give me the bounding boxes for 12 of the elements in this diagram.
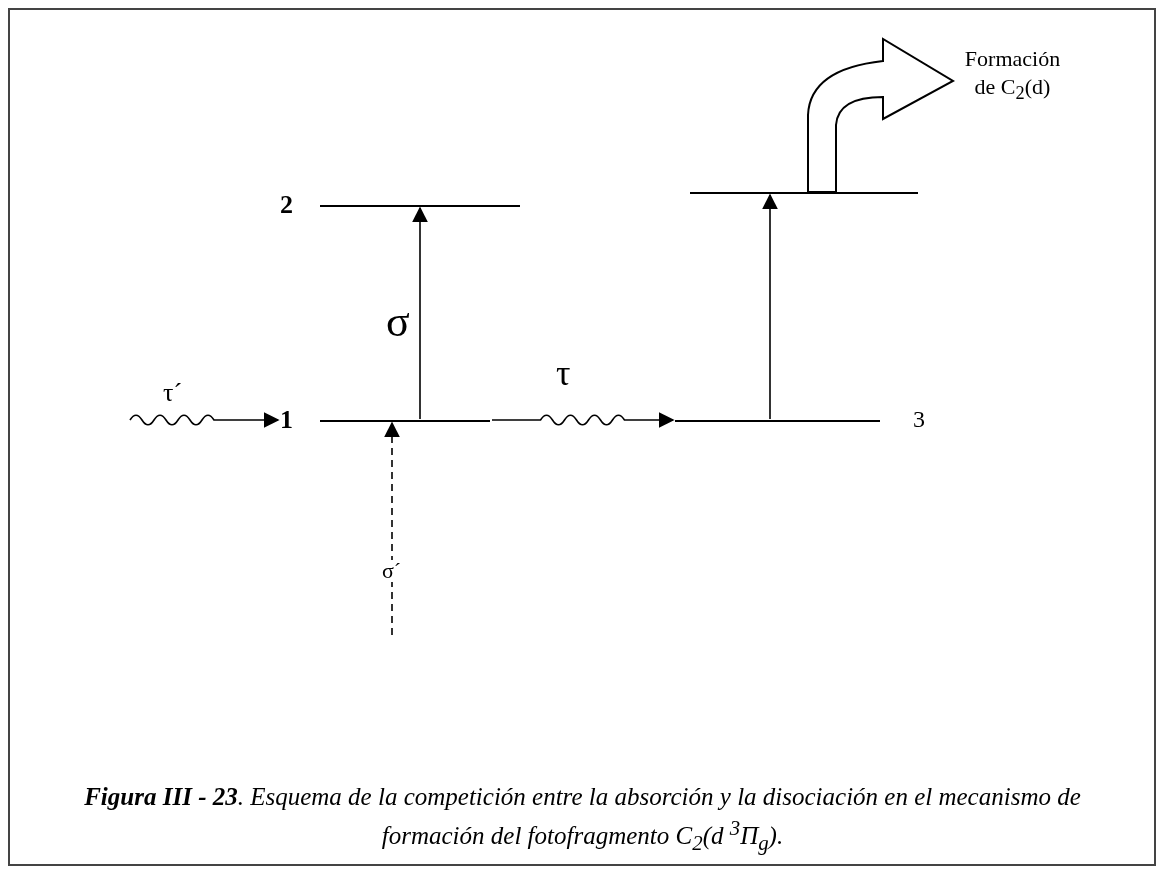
edge-label: σ´ [382,560,402,582]
level-number: 2 [280,192,293,218]
block-arrow [807,38,954,193]
arrow [491,412,675,428]
level-number: 1 [280,407,293,433]
arrow [412,206,428,420]
annotation-text: Formación de C$_{2}$(d) [955,45,1070,105]
arrow [384,421,400,636]
figure-caption: Figura III - 23. Esquema de la competición entre la absorción y la disociación en el mecanismo de formación del fotofragmento C$_{2}$(d $^{3}$Π$_{g}$). [83,782,1082,858]
level-number: 3 [913,407,925,431]
arrow [129,412,280,428]
arrow [762,193,778,420]
